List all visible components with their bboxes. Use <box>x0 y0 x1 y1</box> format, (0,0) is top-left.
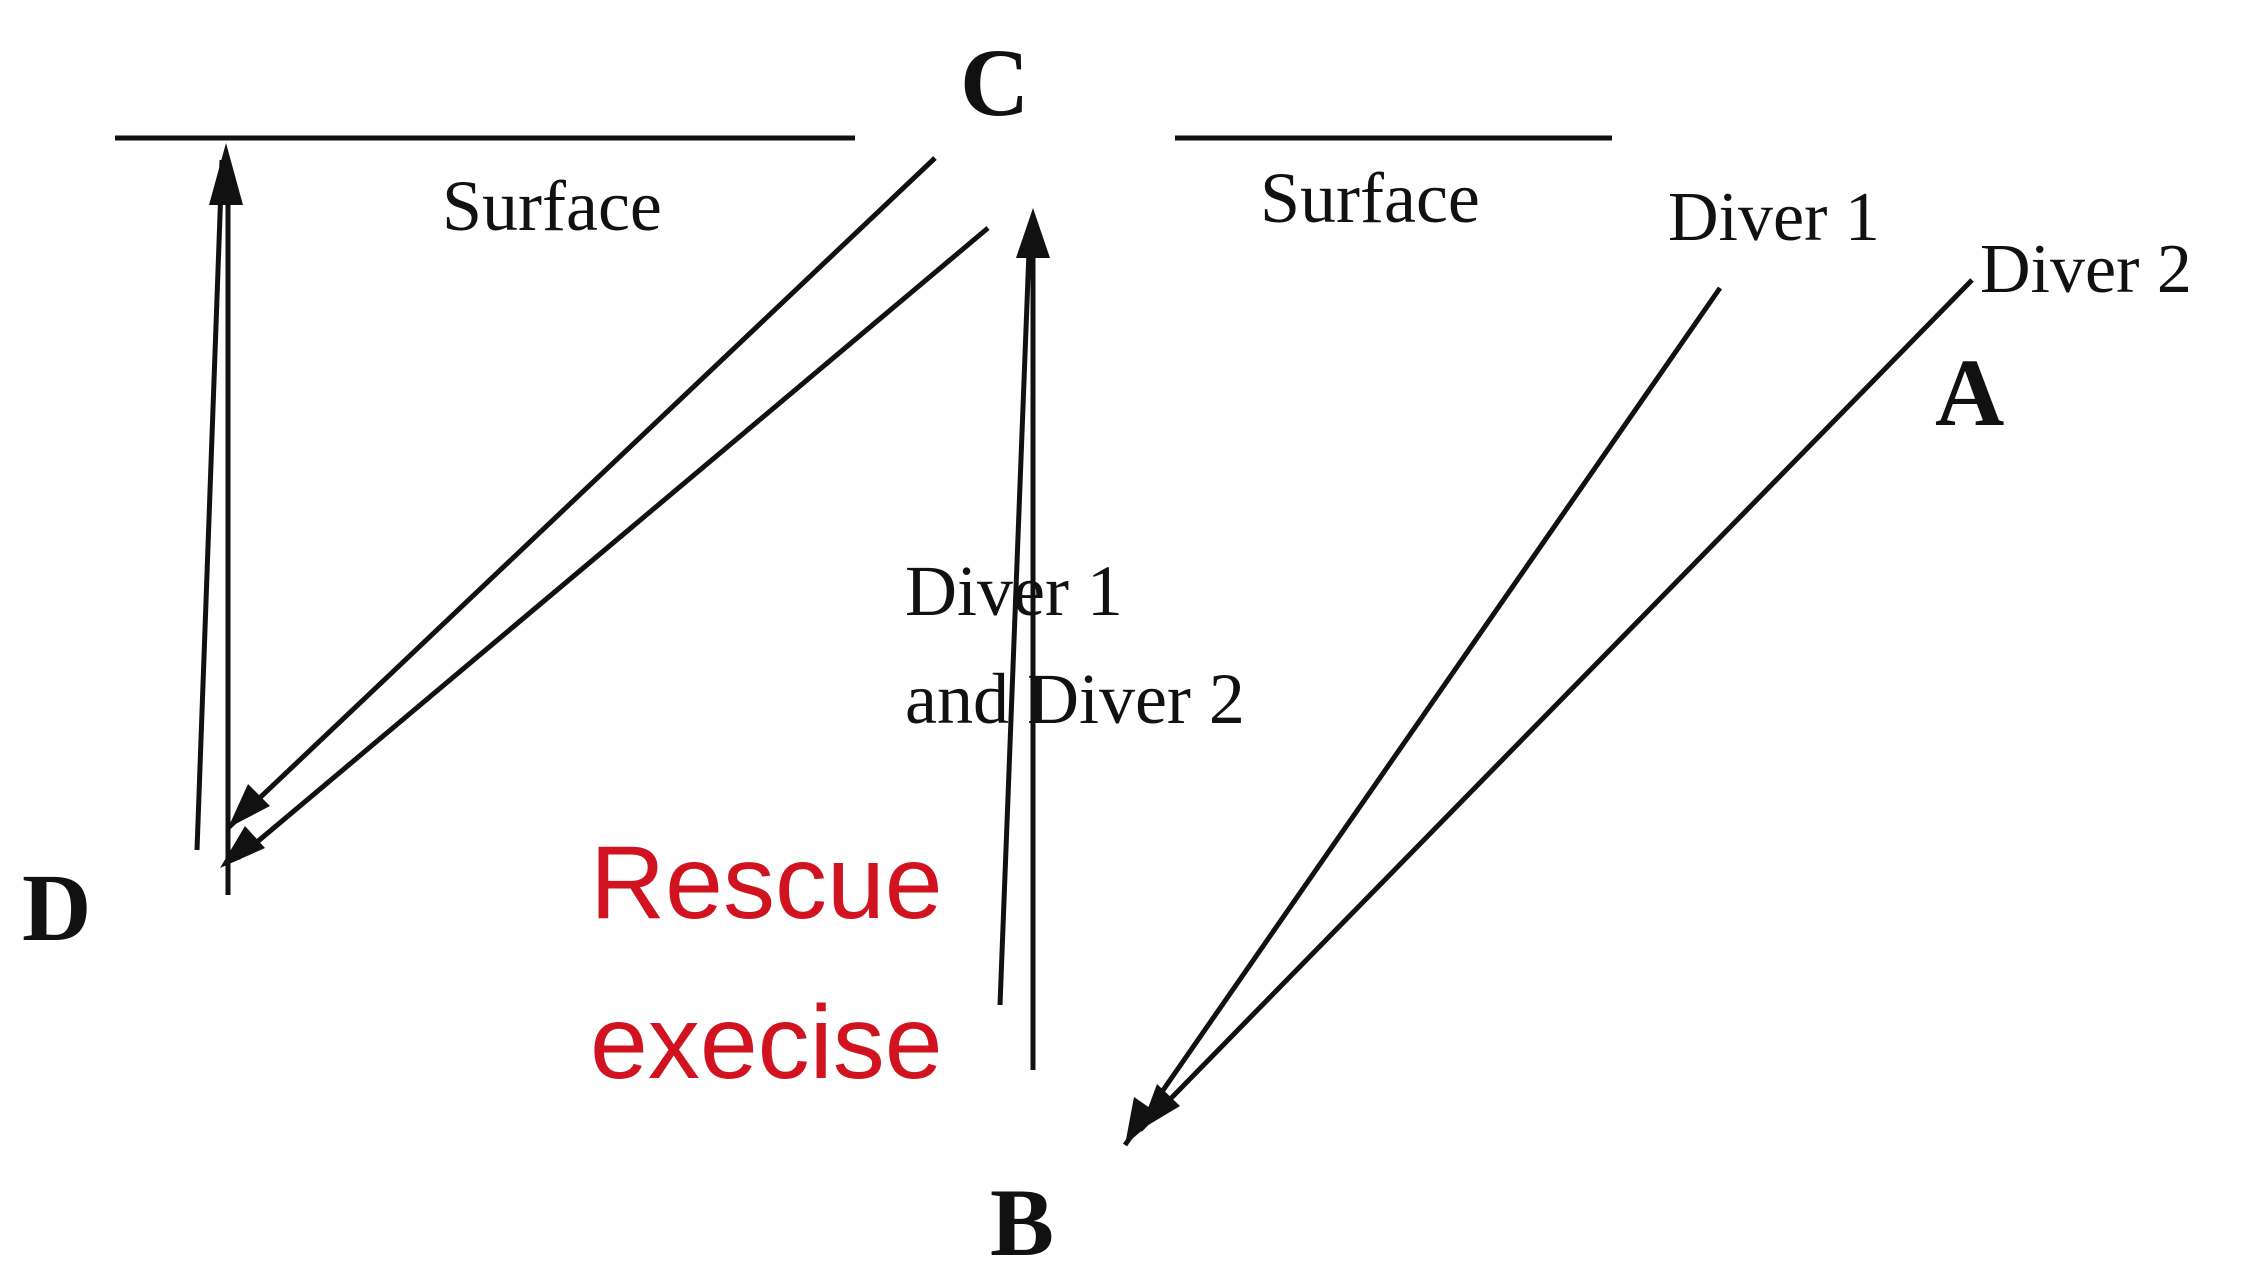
point-label-d: D <box>22 854 91 961</box>
arrowheads <box>209 143 1180 1145</box>
arrowhead-d-upper <box>228 784 270 828</box>
arrowhead-d-surface <box>209 143 243 205</box>
diver1-label: Diver 1 <box>1668 179 1880 256</box>
ascent-arrows-b-to-c <box>997 215 1036 1070</box>
surface-label-right: Surface <box>1260 158 1480 238</box>
arrowhead-b-diver2 <box>1140 1084 1180 1130</box>
c-to-d-arrow-lower <box>236 226 990 860</box>
point-label-a: A <box>1935 339 2004 446</box>
point-label-c: C <box>960 29 1029 136</box>
diver1-descent-arrow <box>1122 286 1723 1147</box>
arrowhead-c <box>1016 208 1050 258</box>
diver2-descent-arrow <box>1138 278 1974 1132</box>
descent-arrows-c-to-d <box>226 156 990 860</box>
ascent-label-line1: Diver 1 <box>905 551 1123 631</box>
surface-label-left: Surface <box>442 166 662 246</box>
descent-arrows-a-to-b <box>1122 278 1974 1147</box>
diver2-label: Diver 2 <box>1980 231 2192 308</box>
arrowhead-d-lower <box>220 826 265 868</box>
point-label-b: B <box>990 1169 1054 1276</box>
rescue-label-line1: Rescue <box>590 825 943 941</box>
ascent-label-line2: and Diver 2 <box>905 659 1245 739</box>
ascent-arrows-d-to-surface <box>194 159 231 895</box>
d-ascent-arrow-left <box>194 159 225 851</box>
ascent-arrow-left <box>997 224 1033 1006</box>
rescue-label-line2: execise <box>590 985 943 1101</box>
c-to-d-arrow-upper <box>226 156 937 830</box>
